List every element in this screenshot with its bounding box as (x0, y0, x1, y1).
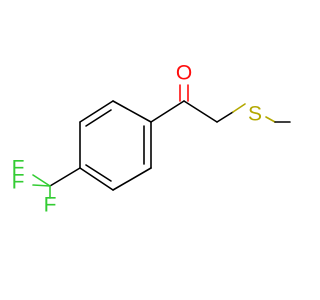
sulfur-atom: S (248, 103, 262, 126)
ring-bond-3-inner (85, 164, 112, 182)
ring-bond-6 (112, 100, 152, 123)
carbonyl-ch2-bond (183, 100, 218, 123)
ch2-s-bond (232, 103, 246, 113)
s-ch3-bond (265, 116, 276, 123)
ring-bond-5-inner (85, 109, 112, 127)
cf-bond-2 (32, 184, 51, 187)
cf-bond-1 (32, 174, 51, 187)
aryl-carbonyl-bond (150, 100, 185, 123)
oxygen-atom: O (176, 62, 192, 85)
ring-bond-5 (79, 100, 114, 123)
aryl-cf3-bond (49, 167, 81, 187)
fluorine-atom-1: F (12, 157, 25, 180)
molecule-diagram: O S F F F (12, 62, 291, 217)
structure-canvas: O S F F F (12, 62, 291, 217)
ring-bond-3 (79, 167, 114, 191)
ring-bond-2 (112, 167, 152, 191)
ch2-s-bond-black (216, 111, 234, 123)
fluorine-atom-3: F (44, 194, 57, 217)
fluorine-atom-2: F (12, 171, 25, 194)
